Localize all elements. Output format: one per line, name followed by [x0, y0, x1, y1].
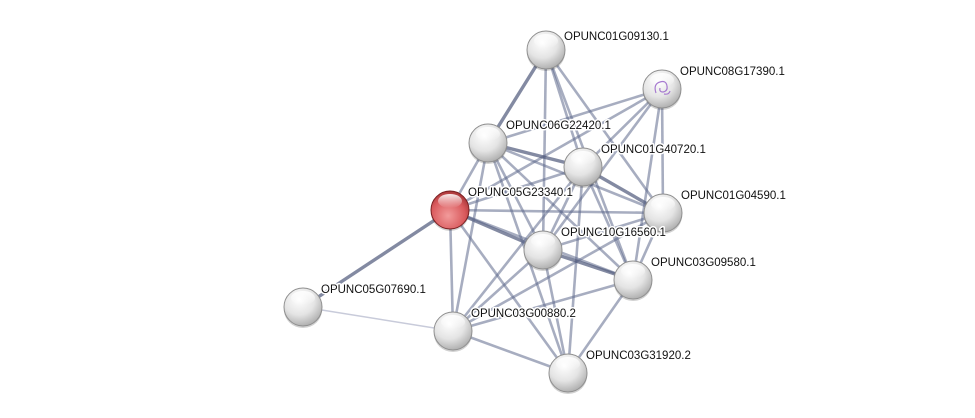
edge[interactable] — [541, 88, 664, 251]
edge[interactable] — [660, 88, 665, 214]
edge[interactable] — [544, 49, 665, 214]
network-node[interactable]: OPUNC03G31920.2 — [548, 349, 693, 394]
sphere-highlight — [438, 194, 462, 208]
node-label[interactable]: OPUNC05G07690.1 — [320, 283, 428, 298]
edge[interactable] — [452, 278, 634, 333]
edge[interactable] — [542, 211, 664, 252]
sphere-highlight — [556, 357, 580, 371]
sphere-highlight — [651, 197, 675, 211]
network-node[interactable]: OPUNC10G16560.1 — [523, 226, 668, 271]
network-node[interactable]: OPUNC05G23340.1 — [430, 186, 575, 231]
node-label[interactable]: OPUNC01G04590.1 — [680, 189, 788, 204]
edge[interactable] — [541, 49, 548, 251]
edge[interactable] — [451, 166, 585, 332]
node-label[interactable]: OPUNC05G23340.1 — [467, 186, 575, 201]
node-label[interactable]: OPUNC08G17390.1 — [679, 65, 787, 80]
sphere-highlight — [650, 73, 674, 87]
node-label[interactable]: OPUNC03G09580.1 — [650, 256, 758, 271]
sphere-highlight — [621, 264, 645, 278]
edge[interactable] — [566, 166, 585, 374]
edge[interactable] — [452, 329, 569, 375]
sphere-highlight — [531, 234, 555, 248]
network-node[interactable]: OPUNC06G22420.1 — [468, 119, 613, 164]
edge[interactable] — [448, 209, 455, 332]
node-label[interactable]: OPUNC01G09130.1 — [563, 30, 671, 45]
edge[interactable] — [541, 249, 570, 374]
network-node[interactable]: OPUNC01G40720.1 — [563, 143, 708, 188]
edges-layer — [302, 49, 665, 375]
node-label[interactable]: OPUNC10G16560.1 — [560, 226, 668, 241]
edge[interactable] — [452, 249, 544, 332]
protein-structure-icon — [654, 80, 671, 95]
edge[interactable] — [486, 142, 545, 251]
nodes-layer: OPUNC01G09130.1OPUNC08G17390.1OPUNC06G22… — [283, 30, 788, 394]
network-node[interactable]: OPUNC03G09580.1 — [613, 256, 758, 301]
edge[interactable] — [487, 87, 663, 145]
node-label[interactable]: OPUNC06G22420.1 — [505, 119, 613, 134]
sphere-highlight — [441, 315, 465, 329]
sphere-highlight — [476, 127, 500, 141]
sphere-highlight — [291, 291, 315, 305]
network-node[interactable]: OPUNC03G00880.2 — [433, 307, 578, 352]
node-label[interactable]: OPUNC03G00880.2 — [470, 307, 578, 322]
node-label[interactable]: OPUNC01G40720.1 — [600, 143, 708, 158]
network-node[interactable]: OPUNC05G07690.1 — [283, 283, 428, 328]
edge[interactable] — [451, 142, 490, 332]
edge[interactable] — [449, 87, 663, 212]
edge[interactable] — [449, 208, 664, 215]
edge[interactable] — [631, 88, 664, 281]
edge[interactable] — [581, 166, 635, 281]
edge[interactable] — [452, 211, 664, 333]
network-node[interactable]: OPUNC08G17390.1 — [642, 65, 787, 110]
edge[interactable] — [302, 306, 454, 332]
sphere-highlight — [534, 34, 558, 48]
edge[interactable] — [302, 208, 451, 309]
edge[interactable] — [449, 165, 584, 212]
network-node[interactable]: OPUNC01G09130.1 — [526, 30, 671, 71]
node-label[interactable]: OPUNC03G31920.2 — [585, 349, 693, 364]
network-node[interactable]: OPUNC01G04590.1 — [643, 189, 788, 234]
sphere-highlight — [571, 151, 595, 165]
